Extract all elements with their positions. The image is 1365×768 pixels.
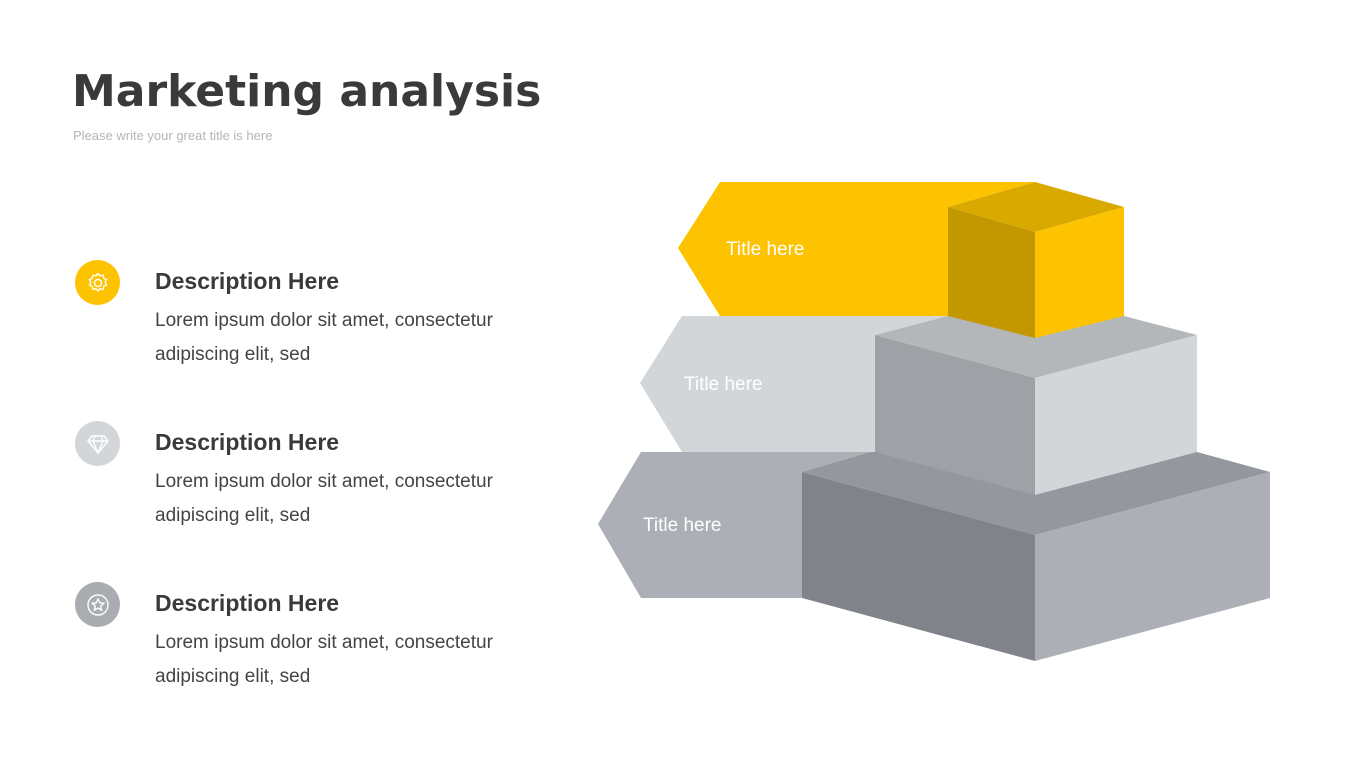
- tier-3-label: Title here: [643, 515, 722, 536]
- tier-2-arrow: [640, 316, 948, 452]
- tier-1-box-left: [948, 207, 1035, 338]
- item-text: Lorem ipsum dolor sit amet, consectetur …: [155, 471, 493, 526]
- item-heading: Description Here: [155, 429, 340, 455]
- tier-1-label: Title here: [726, 239, 805, 260]
- tier-2-label: Title here: [684, 374, 763, 395]
- page-title: Marketing analysis: [72, 66, 542, 117]
- tier-1-arrow: [678, 182, 1035, 316]
- tier-2-box-top: [875, 316, 1197, 378]
- tier-2-box-left: [875, 335, 1035, 495]
- item-heading: Description Here: [155, 268, 340, 294]
- tier-1-box-top: [948, 182, 1124, 232]
- diamond-icon: [75, 421, 120, 466]
- tier-3-box-right: [1035, 472, 1270, 661]
- item-text: Lorem ipsum dolor sit amet, consectetur …: [155, 310, 493, 365]
- star-icon: [75, 582, 120, 627]
- tier-1-box-right: [1035, 207, 1124, 338]
- gear-icon: [75, 260, 120, 305]
- page-subtitle: Please write your great title is here: [73, 128, 273, 143]
- tier-2-box-right: [1035, 335, 1197, 495]
- item-heading: Description Here: [155, 590, 340, 616]
- tier-3-box-left: [802, 472, 1035, 661]
- item-text: Lorem ipsum dolor sit amet, consectetur …: [155, 632, 493, 687]
